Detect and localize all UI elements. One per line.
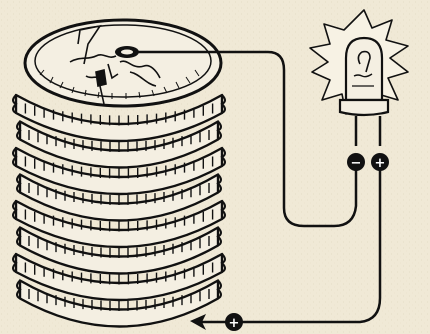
coin-emboss-icon — [69, 24, 161, 105]
stack-coin — [16, 120, 222, 169]
led-negative-terminal: − — [347, 153, 365, 171]
stack-coin — [12, 93, 226, 143]
bottom-positive-terminal: + — [225, 313, 243, 331]
coin-stack — [12, 93, 226, 328]
positive-wire — [194, 160, 382, 324]
stack-coin — [16, 279, 222, 328]
svg-text:+: + — [375, 156, 386, 171]
stack-coin — [12, 146, 226, 196]
stack-coin — [16, 173, 222, 222]
stack-coin — [12, 199, 226, 249]
led-positive-terminal: + — [371, 153, 389, 171]
stack-coin — [12, 252, 226, 302]
stack-coin — [16, 226, 222, 275]
arrow-icon — [190, 314, 206, 330]
coin-rim-knurl — [39, 69, 200, 99]
svg-text:−: − — [351, 156, 362, 171]
led-bulb-icon — [338, 36, 390, 146]
top-coin — [23, 18, 223, 108]
svg-text:+: + — [229, 316, 240, 331]
negative-wire — [137, 50, 358, 228]
